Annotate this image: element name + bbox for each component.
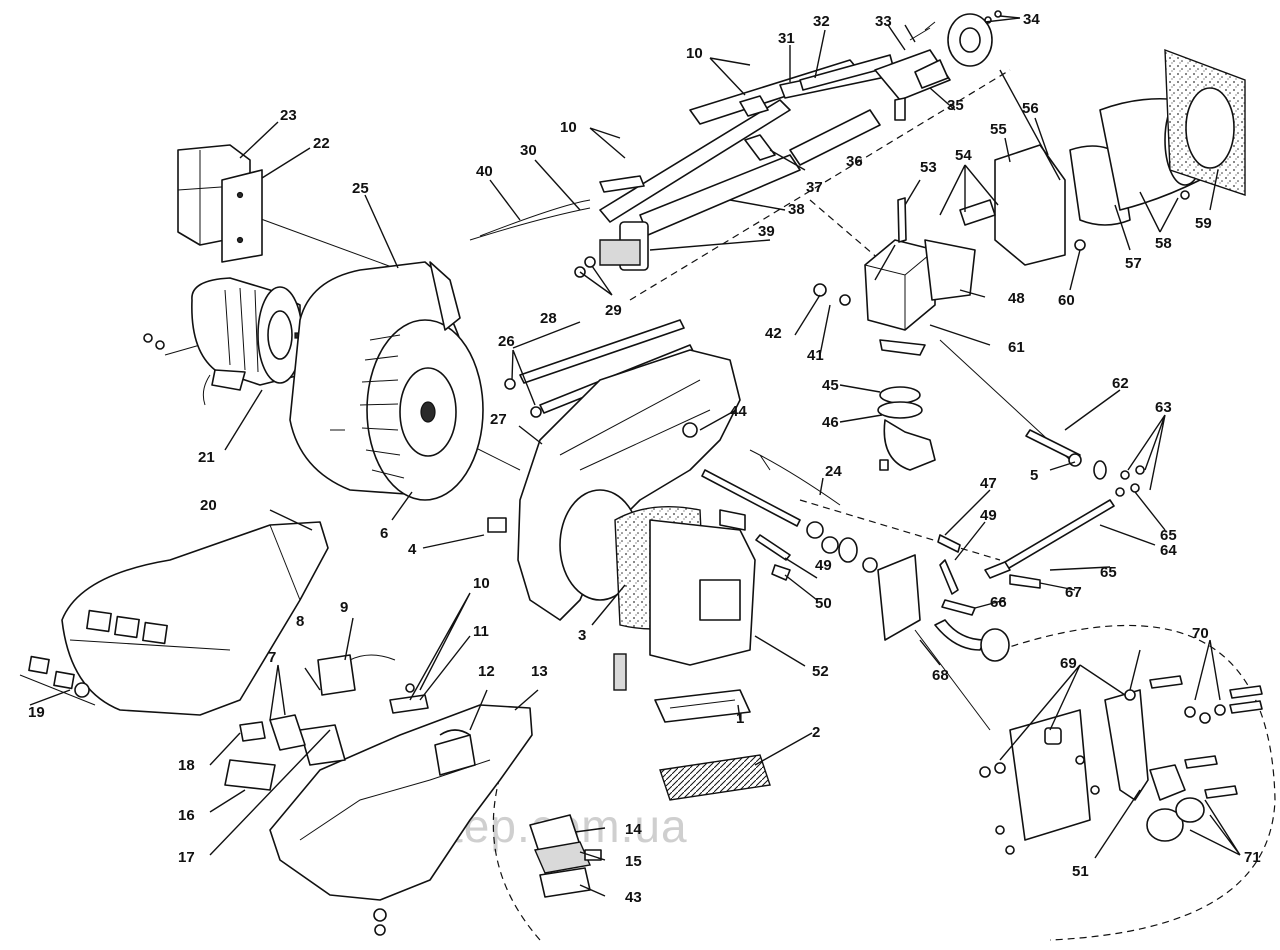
callout-68: 68 bbox=[932, 667, 949, 684]
callout-55: 55 bbox=[990, 121, 1007, 138]
adjustment-rod bbox=[1025, 429, 1145, 497]
callout-34: 34 bbox=[1023, 11, 1040, 28]
callout-71: 71 bbox=[1244, 849, 1261, 866]
gas-valve-body bbox=[813, 197, 976, 471]
callout-31: 31 bbox=[778, 30, 795, 47]
callout-57: 57 bbox=[1125, 255, 1142, 272]
callout-39: 39 bbox=[758, 223, 775, 240]
callout-60: 60 bbox=[1058, 292, 1075, 309]
callout-69: 69 bbox=[1060, 655, 1077, 672]
air-box bbox=[613, 506, 756, 691]
damper-linkage bbox=[701, 449, 1115, 662]
callout-49a: 49 bbox=[980, 507, 997, 524]
callout-58: 58 bbox=[1155, 235, 1172, 252]
callout-2: 2 bbox=[812, 724, 820, 741]
callout-35: 35 bbox=[947, 97, 964, 114]
fan-housing bbox=[289, 261, 484, 501]
callout-49b: 49 bbox=[815, 557, 832, 574]
callout-3: 3 bbox=[578, 627, 586, 644]
callout-5: 5 bbox=[1030, 467, 1038, 484]
callout-37: 37 bbox=[806, 179, 823, 196]
callout-47: 47 bbox=[980, 475, 997, 492]
callout-50: 50 bbox=[815, 595, 832, 612]
callout-26: 26 bbox=[498, 333, 515, 350]
callout-4: 4 bbox=[408, 541, 417, 558]
callout-27: 27 bbox=[490, 411, 507, 428]
callout-18: 18 bbox=[178, 757, 195, 774]
callout-63: 63 bbox=[1155, 399, 1172, 416]
callout-44: 44 bbox=[730, 403, 747, 420]
servo-detail bbox=[979, 675, 1263, 855]
callout-6: 6 bbox=[380, 525, 388, 542]
callout-66: 66 bbox=[990, 594, 1007, 611]
callout-43: 43 bbox=[625, 889, 642, 906]
callout-11: 11 bbox=[473, 623, 489, 640]
callout-33: 33 bbox=[875, 13, 892, 30]
callout-21: 21 bbox=[198, 449, 215, 466]
callout-59: 59 bbox=[1195, 215, 1212, 232]
callout-48: 48 bbox=[1008, 290, 1025, 307]
callout-65b: 65 bbox=[1100, 564, 1117, 581]
burner-cover bbox=[19, 521, 329, 716]
callout-51: 51 bbox=[1072, 863, 1089, 880]
callout-24: 24 bbox=[825, 463, 842, 480]
firing-head-tube bbox=[779, 10, 1002, 121]
nozzle-assembly bbox=[469, 59, 881, 278]
callout-41: 41 bbox=[807, 347, 824, 364]
callout-40: 40 bbox=[476, 163, 493, 180]
callout-1: 1 bbox=[736, 710, 744, 727]
ignition-transformer bbox=[177, 144, 263, 263]
callout-17: 17 bbox=[178, 849, 195, 866]
callout-36: 36 bbox=[846, 153, 863, 170]
callout-8: 8 bbox=[296, 613, 304, 630]
callout-7: 7 bbox=[268, 649, 276, 666]
callout-52: 52 bbox=[812, 663, 829, 680]
blast-tube-flange bbox=[959, 48, 1246, 266]
callout-10b: 10 bbox=[560, 119, 577, 136]
callout-65a: 65 bbox=[1160, 527, 1177, 544]
callout-15: 15 bbox=[625, 853, 642, 870]
callout-42: 42 bbox=[765, 325, 782, 342]
callout-61: 61 bbox=[1008, 339, 1025, 356]
callout-53: 53 bbox=[920, 159, 937, 176]
callout-64: 64 bbox=[1160, 542, 1177, 559]
callout-19: 19 bbox=[28, 704, 45, 721]
callout-32: 32 bbox=[813, 13, 830, 30]
fan-motor bbox=[143, 277, 313, 406]
callout-10c: 10 bbox=[473, 575, 490, 592]
callout-45: 45 bbox=[822, 377, 839, 394]
callout-14: 14 bbox=[625, 821, 642, 838]
callout-56: 56 bbox=[1022, 100, 1039, 117]
callout-20: 20 bbox=[200, 497, 217, 514]
callout-28: 28 bbox=[540, 310, 557, 327]
callout-38: 38 bbox=[788, 201, 805, 218]
pressure-switch bbox=[529, 814, 602, 898]
callout-62: 62 bbox=[1112, 375, 1129, 392]
callout-46: 46 bbox=[822, 414, 839, 431]
callout-9: 9 bbox=[340, 599, 348, 616]
callout-labels: 23 22 25 21 6 20 4 3 52 1 2 28 26 27 44 … bbox=[28, 11, 1261, 906]
callout-70: 70 bbox=[1192, 625, 1209, 642]
callout-23: 23 bbox=[280, 107, 297, 124]
filter-mesh bbox=[654, 689, 771, 801]
callout-54: 54 bbox=[955, 147, 972, 164]
callout-10a: 10 bbox=[686, 45, 703, 62]
callout-16: 16 bbox=[178, 807, 195, 824]
callout-30: 30 bbox=[520, 142, 537, 159]
callout-12: 12 bbox=[478, 663, 495, 680]
leader-lines bbox=[29, 15, 1241, 897]
callout-67: 67 bbox=[1065, 584, 1082, 601]
callout-25: 25 bbox=[352, 180, 369, 197]
callout-13: 13 bbox=[531, 663, 548, 680]
callout-22: 22 bbox=[313, 135, 330, 152]
callout-29: 29 bbox=[605, 302, 622, 319]
base-plate-electrics bbox=[224, 654, 533, 936]
